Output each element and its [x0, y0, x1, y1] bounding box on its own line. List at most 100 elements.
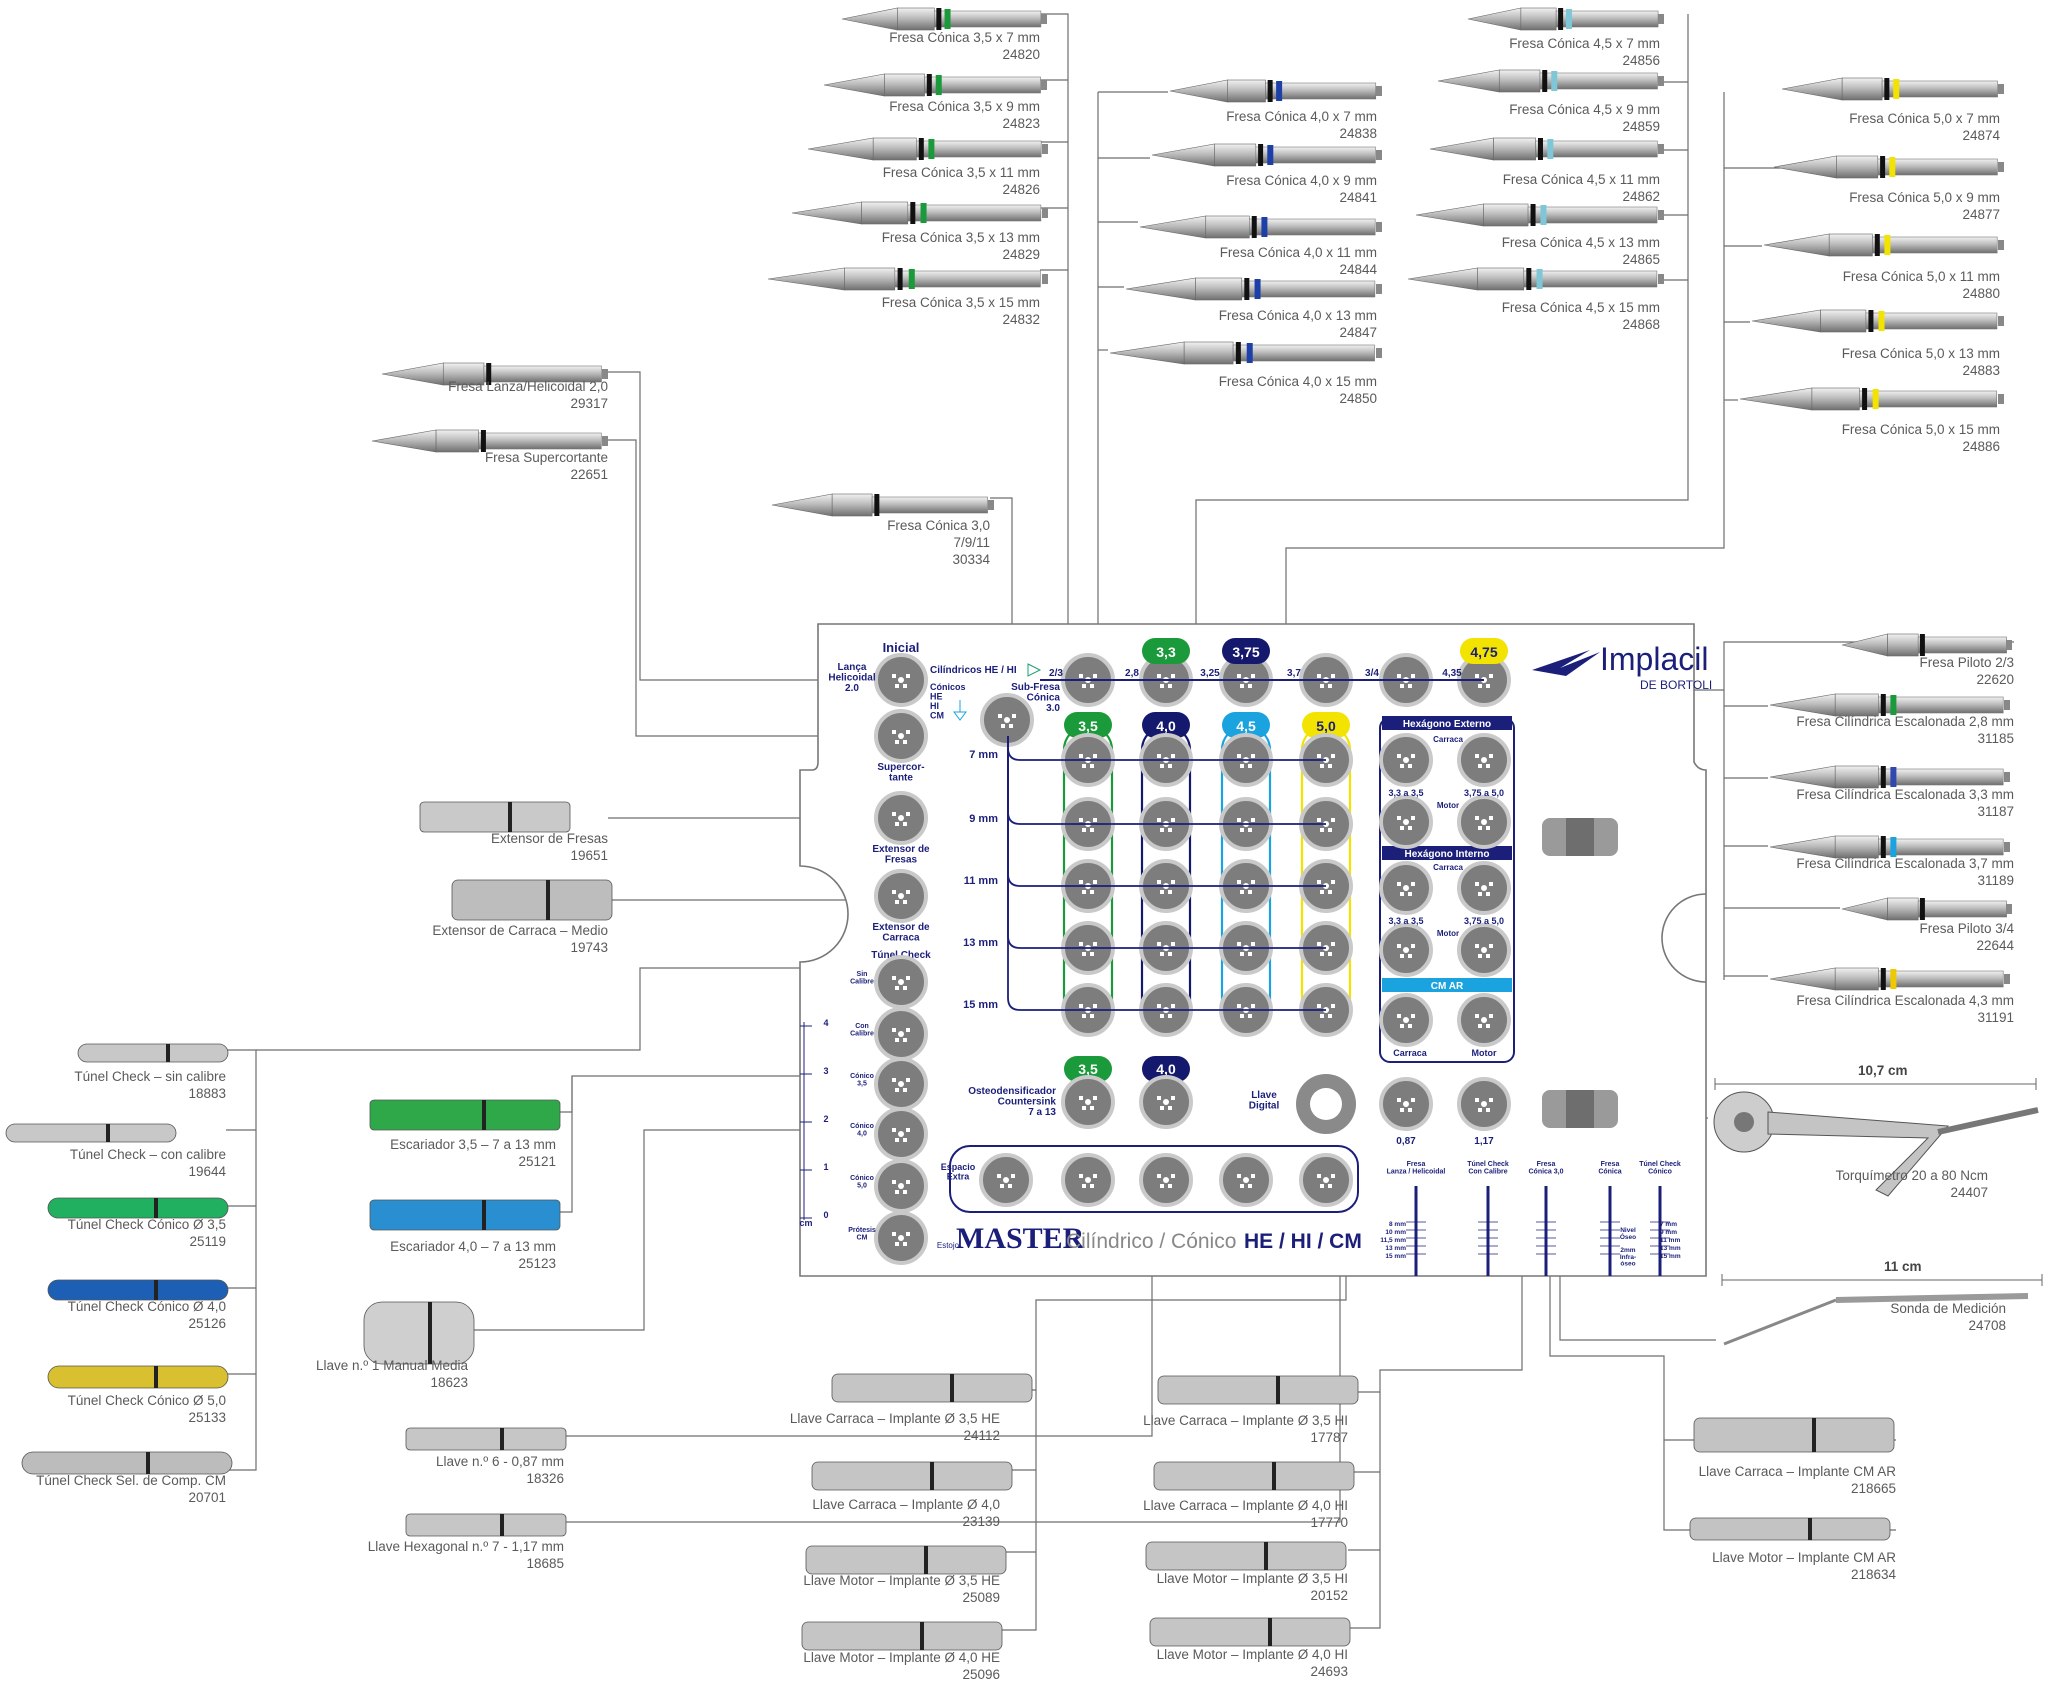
drill-end — [988, 500, 994, 510]
slot-col2-row1-pin — [1237, 818, 1241, 822]
drill-fc35-9 — [823, 73, 1047, 97]
text-cmar-motor-line: Motor — [1472, 1048, 1497, 1058]
slot-hex0-a-dot — [1403, 757, 1409, 763]
text-extensor-carraca-line: Carraca — [882, 933, 920, 944]
drill-color-band — [935, 75, 942, 95]
pill-top-0 — [1142, 638, 1190, 664]
pill-top-text-2: 4,75 — [1470, 644, 1497, 660]
text-carraca-0: Carraca — [1433, 735, 1463, 744]
slot-osteo-0-pin — [1090, 1106, 1094, 1110]
drill-tip — [791, 201, 862, 225]
pad-mid-1 — [1566, 1090, 1594, 1128]
drill-flute — [1227, 79, 1266, 103]
slot-tunel-5-pin — [906, 1232, 910, 1236]
label-title: Llave Motor – Implante Ø 4,0 HE — [803, 1650, 1000, 1665]
llave-manual-body — [363, 1301, 475, 1365]
slot-hex1-c-pin — [1411, 944, 1415, 948]
label-code: 19651 — [570, 848, 608, 863]
slot-hex0-b-dot — [1481, 757, 1487, 763]
slot-hex1-c-pin — [1400, 954, 1404, 958]
text-llave-digital-line: Digital — [1249, 1101, 1280, 1112]
slot-col0-row0-pin — [1082, 764, 1086, 768]
slot-col1-row2-pin — [1160, 890, 1164, 894]
slot-extra-0-pin — [1000, 1184, 1004, 1188]
slot-top-4-pin — [1411, 674, 1415, 678]
llave-he-1 — [811, 1461, 1013, 1491]
text-inicial-line: Inicial — [883, 640, 920, 655]
slot-hex1-d-pin — [1478, 954, 1482, 958]
drill-fce28 — [1769, 693, 2010, 717]
label-code: 31185 — [1977, 731, 2014, 746]
gauge-head-2-line: Fresa — [1537, 1161, 1556, 1168]
llave-he-2 — [805, 1545, 1007, 1575]
slot-col2-row0-pin — [1237, 754, 1241, 758]
drill-body — [1415, 203, 1664, 227]
drill-black-band — [1862, 388, 1868, 410]
drill-body — [791, 201, 1048, 225]
label-code: 24823 — [1002, 116, 1040, 131]
drill-fc45-11 — [1429, 137, 1664, 161]
slot-hex1-d-pin — [1486, 954, 1490, 958]
label-title: Fresa Cónica 4,0 x 11 mm — [1219, 245, 1377, 260]
escariador-40-band — [482, 1200, 486, 1230]
slot-tunel-5-pin — [903, 1242, 907, 1246]
slot-hex1-a-dot — [1403, 885, 1409, 891]
slot-087-pin — [1408, 1108, 1412, 1112]
text-range-a-0: 3,3 a 3,5 — [1388, 788, 1423, 798]
slot-hex1-a-pin — [1408, 892, 1412, 896]
drill-fce43 — [1769, 967, 2010, 991]
drill-body — [1429, 137, 1664, 161]
drill-color-band — [920, 203, 927, 223]
label-code: 24844 — [1339, 262, 1377, 277]
llave-motor-cmar-body — [1689, 1517, 1891, 1541]
slot-col3-row3-pin — [1331, 942, 1335, 946]
brand-sub: DE BORTOLI — [1640, 678, 1712, 692]
drill-black-band — [910, 202, 916, 224]
text-conicos-line: CM — [930, 710, 944, 720]
label-code: 24874 — [1962, 128, 2000, 143]
pill-col-text-2-line: 4,5 — [1236, 718, 1256, 734]
drill-shank — [483, 365, 602, 383]
gauge-head-0-line: Lanza / Helicoidal — [1387, 1168, 1446, 1175]
drill-tip — [1763, 233, 1830, 257]
drill-end — [1658, 14, 1664, 24]
drill-end — [1042, 208, 1048, 218]
slot-cmar-motor-dot — [1481, 1017, 1487, 1023]
slot-tunel-1-pin — [892, 1028, 896, 1032]
connector-26 — [226, 1049, 257, 1471]
label-title: Llave Motor – Implante Ø 3,5 HE — [803, 1573, 1000, 1588]
slot-tunel-0-pin — [892, 976, 896, 980]
text-range-a-0-line: 3,3 a 3,5 — [1388, 788, 1423, 798]
text-nivel-line: Óseo — [1620, 1232, 1636, 1241]
text-row-0-line: 7 mm — [969, 749, 998, 761]
torquimetro — [1713, 1091, 2039, 1197]
drill-tip — [1773, 155, 1837, 179]
slot-col0-row3-pin — [1079, 942, 1083, 946]
text-extensor-fresas-line: Fresas — [885, 855, 918, 866]
text-087-line: 0,87 — [1396, 1136, 1416, 1147]
slot-col0-row0-pin — [1093, 754, 1097, 758]
pad-mid-0 — [1566, 818, 1594, 856]
slot-tunel-4-pin — [903, 1190, 907, 1194]
slot-osteo-1-pin — [1157, 1096, 1161, 1100]
hex-header-text-1: Hexágono Interno — [1404, 849, 1489, 860]
drill-body — [767, 267, 1048, 291]
slot-col3-row3-pin — [1328, 952, 1332, 956]
slot-top-1-pin — [1157, 674, 1161, 678]
drill-fc35-7 — [841, 7, 1047, 31]
slot-hex1-a-pin — [1400, 892, 1404, 896]
text-estojo-line: Estojo — [937, 1241, 960, 1250]
ruler-num: 2 — [823, 1114, 828, 1124]
drill-end — [1376, 86, 1382, 96]
drill-flute — [1205, 215, 1250, 239]
label-code: 31191 — [1977, 1010, 2014, 1025]
label-title: Llave Carraca – Implante Ø 3,5 HE — [789, 1411, 1000, 1426]
drill-body — [1467, 7, 1664, 31]
drill-fc45-9 — [1437, 69, 1664, 93]
text-117-line: 1,17 — [1474, 1136, 1494, 1147]
